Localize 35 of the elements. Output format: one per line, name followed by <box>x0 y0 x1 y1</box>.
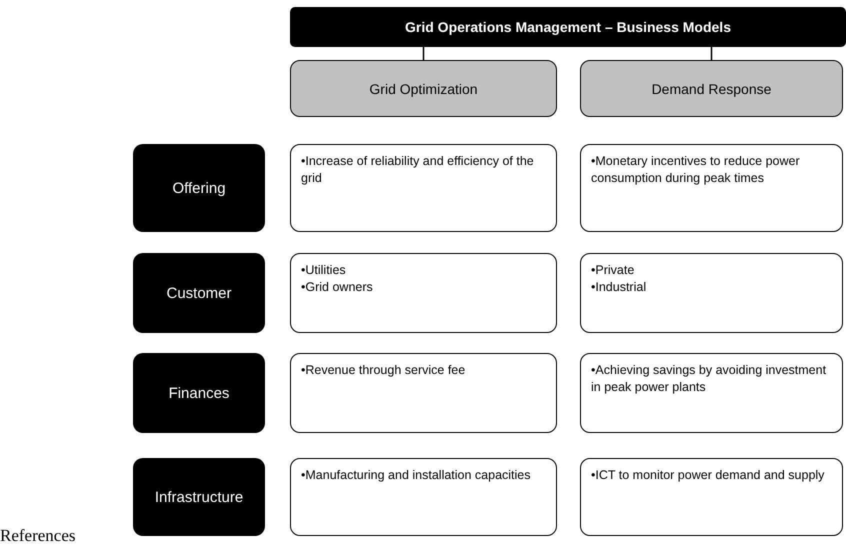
row-header <box>133 353 265 433</box>
box-text: Offering <box>172 180 226 196</box>
box-text: Grid Optimization <box>369 80 478 96</box>
content-box <box>580 144 843 232</box>
box-text: Finances <box>168 384 230 402</box>
title-bar <box>290 7 846 47</box>
box-text: Infrastructure <box>154 488 244 506</box>
box-text: •Industrial <box>591 278 648 296</box>
box-text: •Monetary incentives to reduce power consumption during peak times <box>591 153 801 187</box>
box-text: •Utilities <box>301 262 347 279</box>
box-text: •Manufacturing and installation capacities <box>301 467 532 484</box>
content-box <box>290 353 557 433</box>
row-header <box>133 458 265 536</box>
connector-line <box>710 47 712 60</box>
box-text: Grid Operations Management – Business Models <box>405 19 731 35</box>
column-header <box>580 60 843 117</box>
content-box <box>290 144 557 232</box>
content-box <box>290 253 557 333</box>
content-box <box>580 458 843 536</box>
box-text: •Grid owners <box>301 278 374 296</box>
box-text: •ICT to monitor power demand and supply <box>591 467 826 484</box>
content-box <box>580 353 843 433</box>
box-text: •Achieving savings by avoiding investment in peak power plants <box>591 362 828 396</box>
content-box <box>290 458 557 536</box>
row-header <box>133 253 265 333</box>
connector-line <box>422 47 424 60</box>
content-box <box>580 253 843 333</box>
box-text: Demand Response <box>652 80 772 96</box>
row-header <box>133 144 265 232</box>
box-text: •Revenue through service fee <box>301 362 466 379</box>
box-text: •Private <box>591 262 636 279</box>
box-text: Customer <box>166 284 232 302</box>
box-text: •Increase of reliability and efficiency of the grid <box>301 153 535 187</box>
column-header <box>290 60 557 117</box>
references-label: References <box>0 526 76 546</box>
